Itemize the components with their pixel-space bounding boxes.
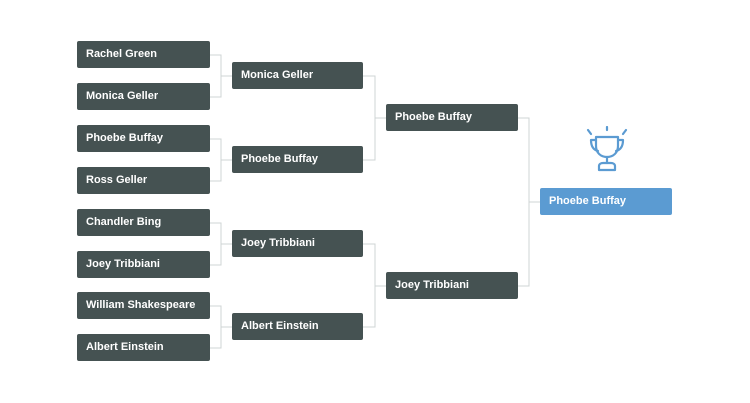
round1-entry[interactable]: Rachel Green — [77, 41, 210, 68]
round2-entry[interactable]: Albert Einstein — [232, 313, 363, 340]
round1-entry[interactable]: Chandler Bing — [77, 209, 210, 236]
round1-entry[interactable]: Phoebe Buffay — [77, 125, 210, 152]
round2-entry[interactable]: Monica Geller — [232, 62, 363, 89]
round1-entry[interactable]: Joey Tribbiani — [77, 251, 210, 278]
round1-entry[interactable]: William Shakespeare — [77, 292, 210, 319]
round1-entry[interactable]: Monica Geller — [77, 83, 210, 110]
round3-entry[interactable]: Joey Tribbiani — [386, 272, 518, 299]
round1-entry[interactable]: Ross Geller — [77, 167, 210, 194]
round2-entry[interactable]: Joey Tribbiani — [232, 230, 363, 257]
trophy-icon — [586, 126, 628, 172]
round3-entry[interactable]: Phoebe Buffay — [386, 104, 518, 131]
round2-entry[interactable]: Phoebe Buffay — [232, 146, 363, 173]
champion-entry[interactable]: Phoebe Buffay — [540, 188, 672, 215]
round1-entry[interactable]: Albert Einstein — [77, 334, 210, 361]
